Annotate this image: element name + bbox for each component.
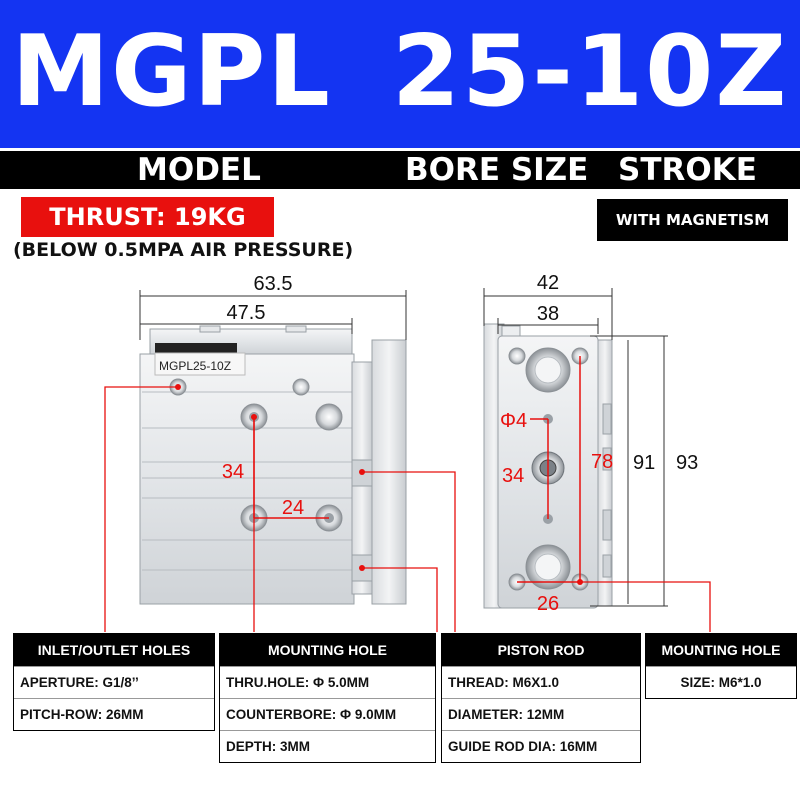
spec-title: INLET/OUTLET HOLES bbox=[14, 634, 214, 666]
mounting-hole-spec: MOUNTING HOLE THRU.HOLE: Φ 5.0MM COUNTER… bbox=[219, 633, 436, 763]
dim-93: 93 bbox=[676, 452, 698, 474]
dim-42: 42 bbox=[537, 272, 559, 294]
model-label: MODEL bbox=[137, 152, 261, 188]
dim-phi4: Φ4 bbox=[500, 410, 527, 432]
front-mounting-hole-spec: MOUNTING HOLE SIZE: M6*1.0 bbox=[645, 633, 797, 699]
spec-row: APERTURE: G1/8’’ bbox=[14, 666, 214, 698]
spec-row: DIAMETER: 12MM bbox=[442, 698, 640, 730]
pressure-note: (BELOW 0.5MPA AIR PRESSURE) bbox=[13, 239, 354, 261]
dim-63-5: 63.5 bbox=[254, 273, 293, 295]
side-view: MGPL25-10Z bbox=[139, 325, 407, 605]
stroke-label: STROKE bbox=[618, 152, 757, 188]
label-plate-bar bbox=[155, 343, 237, 353]
front-dimension-lines bbox=[483, 288, 668, 607]
leader-dots bbox=[175, 384, 583, 585]
spec-row: SIZE: M6*1.0 bbox=[646, 666, 796, 698]
model-title: MGPL 25-10Z bbox=[11, 15, 789, 129]
side-top-port bbox=[199, 325, 221, 333]
spec-title: PISTON ROD bbox=[442, 634, 640, 666]
bore-size-label: BORE SIZE bbox=[405, 152, 589, 188]
spec-title: MOUNTING HOLE bbox=[220, 634, 435, 666]
guide-rod-end-top-inner bbox=[534, 356, 562, 384]
spec-row: GUIDE ROD DIA: 16MM bbox=[442, 730, 640, 762]
leader-lines bbox=[104, 386, 711, 632]
dim-34-front: 34 bbox=[502, 465, 524, 487]
front-right-slots bbox=[602, 403, 612, 578]
side-dimension-lines bbox=[139, 290, 407, 340]
label-plate bbox=[154, 352, 246, 376]
spec-title: MOUNTING HOLE bbox=[646, 634, 796, 666]
dim-34-side: 34 bbox=[222, 461, 244, 483]
piston-rod-spec: PISTON ROD THREAD: M6X1.0 DIAMETER: 12MM… bbox=[441, 633, 641, 763]
label-plate-text: MGPL25-10Z bbox=[159, 359, 231, 373]
dim-38: 38 bbox=[537, 303, 559, 325]
dim-47-5: 47.5 bbox=[227, 302, 266, 324]
guide-rod-end-bottom-inner bbox=[534, 553, 562, 581]
spec-row: DEPTH: 3MM bbox=[220, 730, 435, 762]
outlet-port bbox=[292, 378, 310, 396]
dim-78: 78 bbox=[591, 451, 613, 473]
dim-26: 26 bbox=[537, 593, 559, 615]
magnetism-badge: WITH MAGNETISM bbox=[597, 199, 788, 241]
mounting-hole bbox=[315, 403, 343, 431]
thrust-badge: THRUST: 19KG bbox=[21, 197, 274, 237]
spec-row: THRU.HOLE: Φ 5.0MM bbox=[220, 666, 435, 698]
inlet-outlet-spec: INLET/OUTLET HOLES APERTURE: G1/8’’ PITC… bbox=[13, 633, 215, 731]
dim-91: 91 bbox=[633, 452, 655, 474]
side-body-grooves bbox=[142, 391, 352, 571]
spec-row: THREAD: M6X1.0 bbox=[442, 666, 640, 698]
title-banner bbox=[0, 0, 800, 148]
side-top-port bbox=[285, 325, 307, 333]
label-bar bbox=[0, 151, 800, 189]
front-mount-hole bbox=[508, 347, 526, 365]
spec-row: COUNTERBORE: Φ 9.0MM bbox=[220, 698, 435, 730]
dim-24: 24 bbox=[282, 497, 304, 519]
front-red-dims bbox=[517, 356, 581, 583]
side-body bbox=[139, 353, 355, 605]
spec-row: PITCH-ROW: 26MM bbox=[14, 698, 214, 730]
